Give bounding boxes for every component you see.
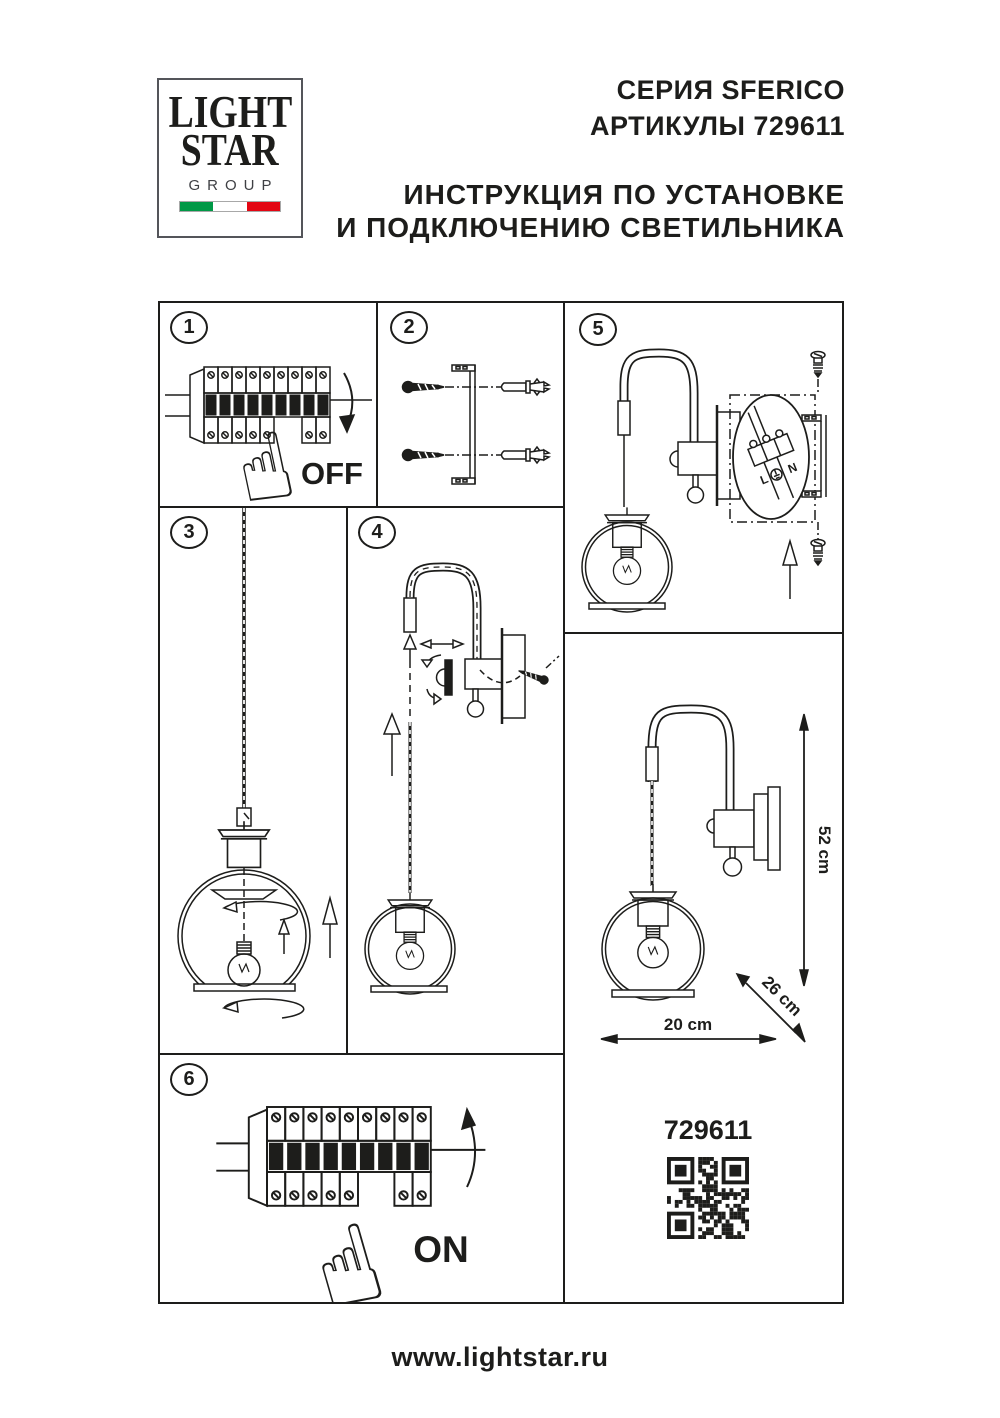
width-dimension: 20 cm [664,1015,712,1034]
panel-1-power-off: 1 ☝ OFF [160,303,376,506]
pointing-hand-icon: ☝ [300,1199,398,1302]
series-name: СЕРИЯ SFERICO [616,75,845,105]
logo-light: LIGHT [168,86,292,137]
instruction-grid: 1 ☝ OFF 2 [158,301,844,1304]
height-dimension: 52 cm [815,826,834,874]
panel-1-number: 1 [170,311,208,344]
panel-3-illustration [172,508,338,1019]
panel-6-number: 6 [170,1063,208,1096]
panel-5-number: 5 [579,313,617,346]
grid-line [158,301,844,303]
grid-line [563,301,565,1304]
flag-white [213,202,247,211]
dimensions-illustration: 52 cm 26 cm 20 cm 729611 [600,704,834,1239]
grid-line [158,301,160,1304]
grid-line [842,301,844,1304]
article-number-line: АРТИКУЛЫ 729611 [590,111,845,141]
grid-line [376,301,378,508]
panel-1-illustration: ☝ OFF [160,303,376,506]
grid-line [346,506,348,1055]
qr-code [667,1157,749,1239]
panel-3-shade-assembly: 3 [160,508,346,1053]
grid-line [563,632,844,634]
panel-dimensions: 52 cm 26 cm 20 cm 729611 [565,634,842,1302]
panel-5-wiring: 5 [565,303,842,632]
on-label: ON [413,1229,469,1270]
logo-group: GROUP [188,177,279,194]
off-label: OFF [301,456,363,491]
header-text-block: СЕРИЯ SFERICO АРТИКУЛЫ 729611 ИНСТРУКЦИЯ… [300,72,845,244]
grid-line [158,506,565,508]
panel-4-number: 4 [358,516,396,549]
panel-6-illustration: ☝ ON [160,1055,563,1302]
panel-2-fixings: 2 [378,303,563,506]
instruction-title-line1: ИНСТРУКЦИЯ ПО УСТАНОВКЕ [403,179,845,210]
panel-4-cord-adjust: 4 [348,508,563,1053]
pointing-hand-icon: ☝ [227,411,304,506]
panel-5-illustration: L N [581,348,827,613]
grid-line [158,1053,565,1055]
article-number: 729611 [664,1115,753,1145]
italian-flag-icon [179,201,281,212]
instruction-title-line2: И ПОДКЛЮЧЕНИЮ СВЕТИЛЬНИКА [336,212,845,243]
flag-green [180,202,214,211]
grid-line [158,1302,844,1304]
website-url: www.lightstar.ru [391,1342,609,1372]
panel-4-illustration [364,562,560,995]
panel-2-illustration [401,364,550,485]
panel-3-number: 3 [170,516,208,549]
panel-2-number: 2 [390,311,428,344]
depth-dimension: 26 cm [758,972,806,1020]
flag-red [246,202,280,211]
logo-star: STAR [181,124,279,175]
panel-6-power-on: 6 ☝ ON [160,1055,563,1302]
lightstar-logo: LIGHT STAR GROUP [157,78,303,238]
